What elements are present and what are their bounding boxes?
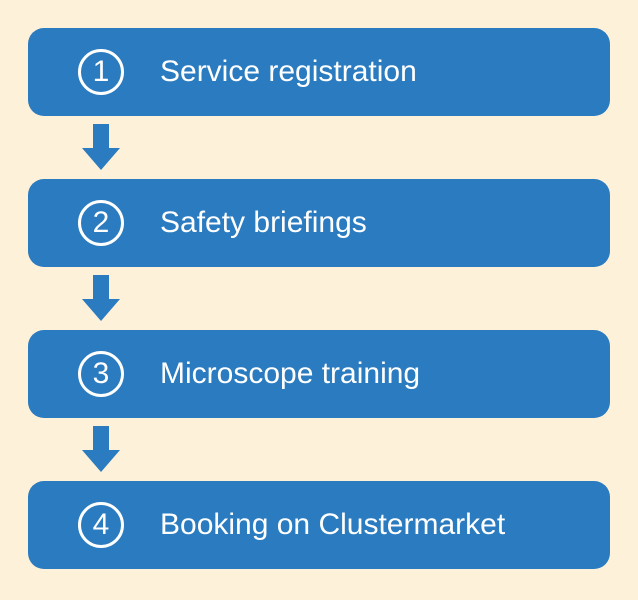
step-4-number: 4 bbox=[78, 502, 124, 548]
step-2-number: 2 bbox=[78, 200, 124, 246]
step-1-box: 1 Service registration bbox=[28, 28, 610, 116]
arrow-down-icon bbox=[82, 124, 120, 170]
step-4-box: 4 Booking on Clustermarket bbox=[28, 481, 610, 569]
step-3-number: 3 bbox=[78, 351, 124, 397]
step-2-box: 2 Safety briefings bbox=[28, 179, 610, 267]
arrow-down-icon bbox=[82, 426, 120, 472]
step-1-label: Service registration bbox=[160, 55, 417, 88]
arrow-down-icon bbox=[82, 275, 120, 321]
step-1-number: 1 bbox=[78, 49, 124, 95]
step-3-box: 3 Microscope training bbox=[28, 330, 610, 418]
step-4-label: Booking on Clustermarket bbox=[160, 508, 506, 541]
step-3-label: Microscope training bbox=[160, 357, 421, 390]
step-2-label: Safety briefings bbox=[160, 206, 367, 239]
